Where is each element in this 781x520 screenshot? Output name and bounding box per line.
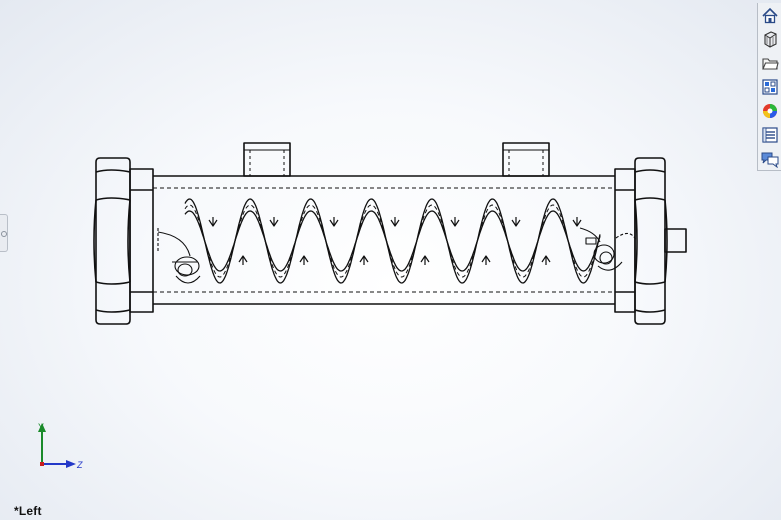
coil-marker <box>481 255 491 265</box>
coil-marker <box>238 255 248 265</box>
view-orientation-label: *Left <box>14 504 42 518</box>
coil-marker <box>572 217 582 227</box>
parts-3d-icon[interactable] <box>759 28 780 49</box>
left-port <box>243 142 291 177</box>
coil-marker <box>450 217 460 227</box>
coil-marker <box>269 217 279 227</box>
right-coil-fitting <box>579 227 637 271</box>
end-shaft <box>664 228 687 253</box>
helical-coil <box>184 198 601 284</box>
feature-manager-toggle-tab[interactable] <box>0 214 8 252</box>
coil-marker <box>359 255 369 265</box>
task-pane <box>757 3 781 171</box>
view-palette-icon[interactable] <box>759 76 780 97</box>
custom-properties-icon[interactable] <box>759 124 780 145</box>
left-collar <box>129 168 154 313</box>
main-tube <box>153 175 615 305</box>
coil-marker <box>511 217 521 227</box>
right-hex-nut <box>634 157 668 325</box>
coil-marker <box>390 217 400 227</box>
right-port <box>502 142 550 177</box>
left-coil-fitting <box>157 228 201 284</box>
coil-marker <box>541 255 551 265</box>
coil-marker <box>299 255 309 265</box>
triad-origin <box>40 462 44 466</box>
coil-markers <box>208 217 582 265</box>
home-icon[interactable] <box>759 5 780 26</box>
right-collar <box>614 168 636 313</box>
left-hex-nut <box>93 157 131 325</box>
triad-y-arrow <box>38 423 46 432</box>
triad-z-label: Z <box>76 460 83 470</box>
coil-marker <box>208 217 218 227</box>
coil-marker <box>329 217 339 227</box>
orientation-triad: Y Z <box>38 422 83 470</box>
triad-z-arrow <box>66 460 76 468</box>
appearances-icon[interactable] <box>759 100 780 121</box>
coil-marker <box>420 255 430 265</box>
triad-y-label: Y <box>38 422 44 432</box>
forum-icon[interactable] <box>759 148 780 169</box>
folder-icon[interactable] <box>759 52 780 73</box>
